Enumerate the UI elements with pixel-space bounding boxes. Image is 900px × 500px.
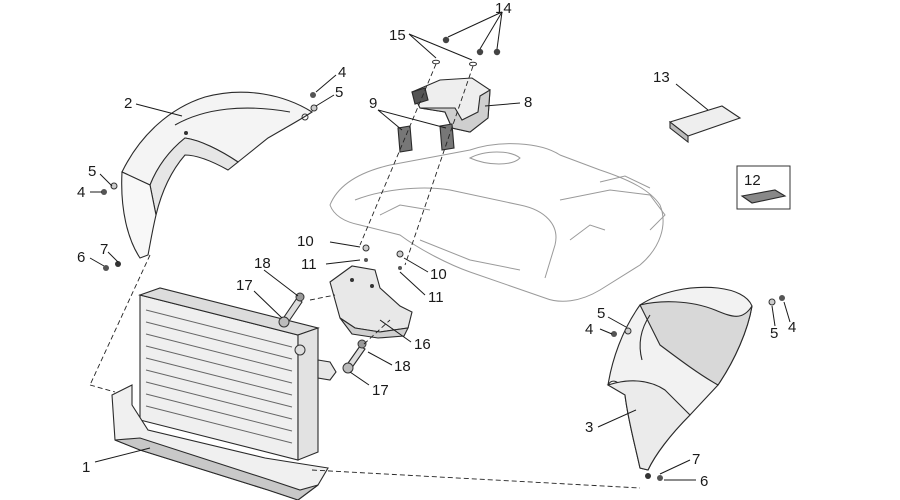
callout-numbers: 1 2 3 4 5 5 4 7 6 15 14 9 8 13 12 10 11 … bbox=[77, 0, 796, 490]
callout-11-left: 11 bbox=[301, 256, 317, 273]
bolt-upper-17 bbox=[278, 292, 305, 328]
right-lower-fairing bbox=[606, 286, 753, 471]
callout-3: 3 bbox=[585, 419, 593, 436]
bolt-lower-17 bbox=[342, 339, 367, 374]
callout-16: 16 bbox=[414, 336, 431, 353]
leader-lines bbox=[89, 11, 791, 481]
callout-7-left: 7 bbox=[100, 241, 108, 258]
assembly-dashed-lines bbox=[89, 63, 641, 489]
radiator-lower-cover bbox=[111, 384, 329, 500]
callout-4-right-a: 4 bbox=[585, 321, 593, 338]
callout-5-top: 5 bbox=[335, 84, 343, 101]
callout-2: 2 bbox=[124, 95, 132, 112]
mounting-plate-16 bbox=[329, 265, 413, 339]
tank-body-outline bbox=[329, 143, 666, 302]
callout-14: 14 bbox=[495, 0, 512, 17]
callout-9: 9 bbox=[369, 95, 377, 112]
boxed-part-12 bbox=[736, 165, 791, 210]
callout-4-right-b: 4 bbox=[788, 319, 796, 336]
callout-6-left: 6 bbox=[77, 249, 85, 266]
callout-12: 12 bbox=[744, 172, 761, 189]
callout-18-lower: 18 bbox=[394, 358, 411, 375]
callout-17-upper: 17 bbox=[236, 277, 253, 294]
callout-4-left: 4 bbox=[77, 184, 85, 201]
callout-18-upper: 18 bbox=[254, 255, 271, 272]
callout-7-right: 7 bbox=[692, 451, 700, 468]
small-hardware bbox=[101, 92, 785, 481]
callout-10-right: 10 bbox=[430, 266, 447, 283]
callout-11-right: 11 bbox=[428, 289, 444, 306]
callout-6-right: 6 bbox=[700, 473, 708, 490]
callout-17-lower: 17 bbox=[372, 382, 389, 399]
callout-5-left: 5 bbox=[88, 163, 96, 180]
callout-15: 15 bbox=[389, 27, 406, 44]
callout-1: 1 bbox=[82, 459, 90, 476]
radiator-fins bbox=[145, 309, 293, 444]
radiator bbox=[138, 287, 337, 461]
callout-13: 13 bbox=[653, 69, 670, 86]
callout-8: 8 bbox=[524, 94, 532, 111]
callout-10-left: 10 bbox=[297, 233, 314, 250]
top-screws bbox=[432, 36, 501, 67]
upper-bracket bbox=[411, 77, 491, 133]
callout-4-top: 4 bbox=[338, 64, 346, 81]
left-upper-fairing bbox=[121, 91, 314, 259]
callout-5-right-b: 5 bbox=[770, 325, 778, 342]
callout-5-right-a: 5 bbox=[597, 305, 605, 322]
strip-part-13 bbox=[668, 105, 742, 144]
